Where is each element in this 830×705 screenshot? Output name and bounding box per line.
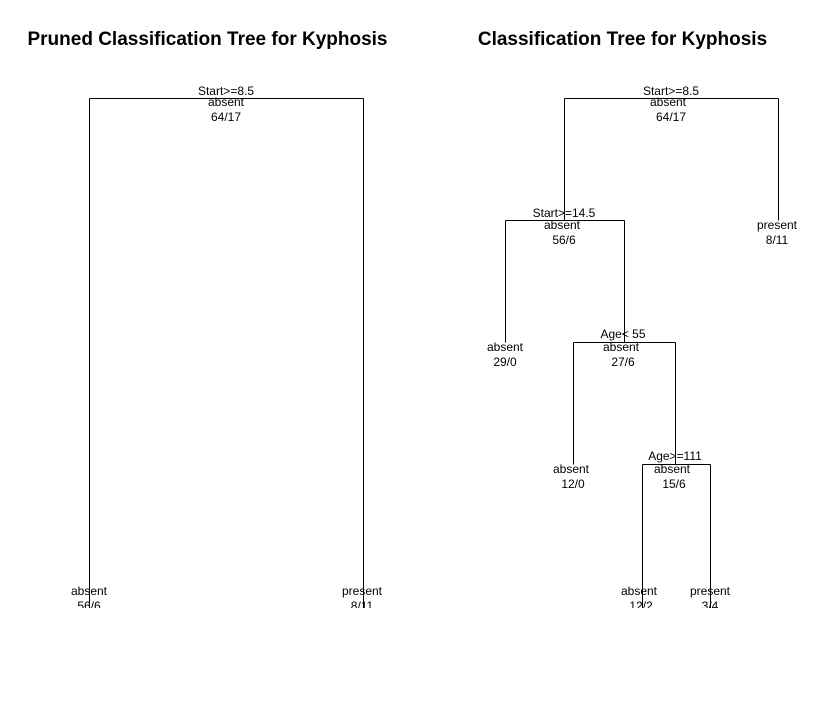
full-tree-plot: Start>=8.5 absent 64/17 Start>=14.5 abse… bbox=[487, 84, 798, 608]
full-tree-title: Classification Tree for Kyphosis bbox=[477, 29, 768, 50]
node-count-label: 56/6 bbox=[552, 233, 576, 247]
node-class-label: absent bbox=[544, 218, 581, 232]
leaf-count-label: 12/0 bbox=[561, 477, 585, 491]
node-count-label: 15/6 bbox=[662, 477, 686, 491]
node-count-label: 64/17 bbox=[211, 110, 241, 124]
node-split-label: Age< 55 bbox=[600, 327, 645, 341]
leaf-class-label: absent bbox=[621, 584, 658, 598]
leaf-class-label: present bbox=[342, 584, 383, 598]
leaf-class-label: present bbox=[757, 218, 798, 232]
node-class-label: absent bbox=[208, 95, 245, 109]
node-count-label: 64/17 bbox=[656, 110, 686, 124]
pruned-tree-plot: Start>=8.5 absent 64/17 absent 56/6 pres… bbox=[71, 84, 383, 608]
pruned-tree-title: Pruned Classification Tree for Kyphosis bbox=[27, 29, 388, 50]
leaf-count-label: 8/11 bbox=[351, 599, 374, 608]
leaf-count-label: 3/4 bbox=[702, 599, 719, 608]
leaf-class-label: present bbox=[690, 584, 731, 598]
node-split-label: Start>=14.5 bbox=[533, 206, 596, 220]
node-class-label: absent bbox=[650, 95, 687, 109]
leaf-count-label: 29/0 bbox=[493, 355, 517, 369]
node-split-label: Start>=8.5 bbox=[643, 84, 699, 98]
node-split-label: Start>=8.5 bbox=[198, 84, 254, 98]
leaf-class-label: absent bbox=[487, 340, 524, 354]
node-split-label: Age>=111 bbox=[648, 449, 702, 463]
leaf-count-label: 12/2 bbox=[629, 599, 653, 608]
node-class-label: absent bbox=[654, 462, 691, 476]
node-class-label: absent bbox=[603, 340, 640, 354]
full-tree-panel: Classification Tree for Kyphosis Start>=… bbox=[415, 0, 830, 705]
leaf-class-label: absent bbox=[553, 462, 590, 476]
leaf-class-label: absent bbox=[71, 584, 108, 598]
leaf-count-label: 56/6 bbox=[77, 599, 101, 608]
node-count-label: 27/6 bbox=[611, 355, 635, 369]
pruned-tree-panel: Pruned Classification Tree for Kyphosis … bbox=[27, 29, 388, 608]
leaf-count-label: 8/11 bbox=[766, 233, 789, 247]
